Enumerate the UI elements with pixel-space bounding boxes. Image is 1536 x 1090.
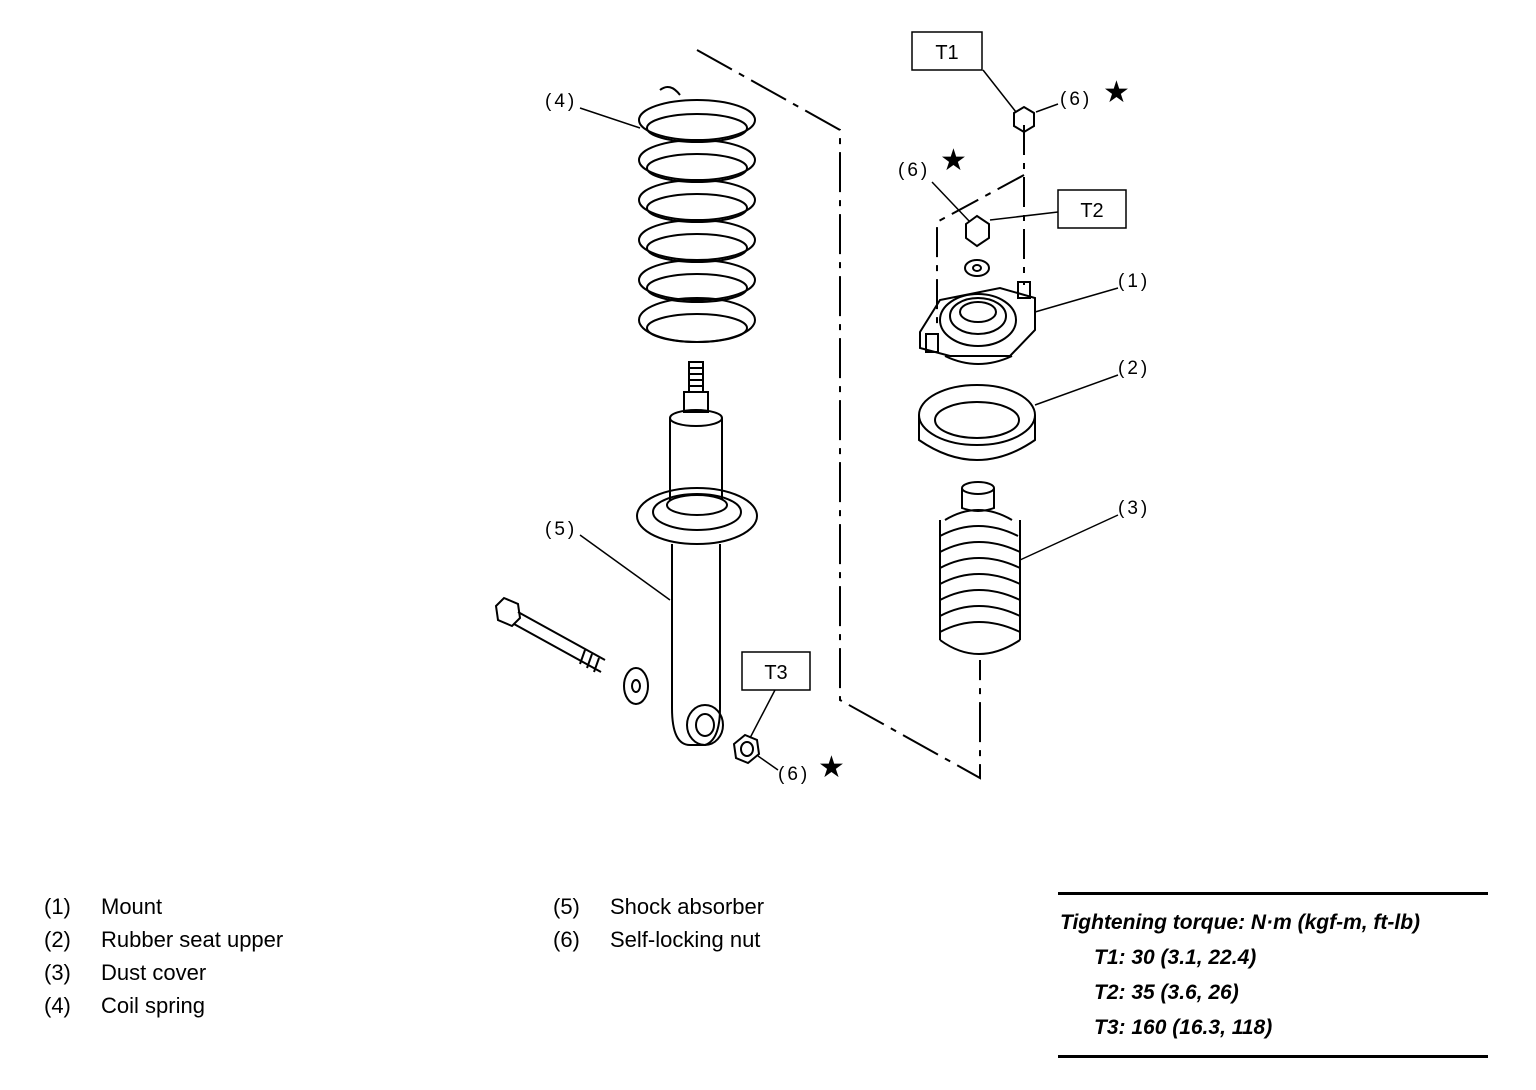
legend-item: (3) Dust cover bbox=[44, 956, 283, 989]
torque-box-t3 bbox=[741, 651, 811, 691]
legend-item: (5) Shock absorber bbox=[553, 890, 764, 923]
torque-spec-t3: T3: 160 (16.3, 118) bbox=[1094, 1016, 1273, 1039]
torque-spec-t1: T1: 30 (3.1, 22.4) bbox=[1094, 946, 1257, 969]
legend-label: Coil spring bbox=[101, 993, 205, 1018]
shock-absorber bbox=[636, 361, 758, 746]
torque-spec-t2: T2: 35 (3.6, 26) bbox=[1094, 981, 1239, 1004]
legend-item: (1) Mount bbox=[44, 890, 283, 923]
callout-2: (2) bbox=[1118, 358, 1150, 379]
torque-box-t2-label: T2 bbox=[1080, 200, 1103, 222]
legend-number: (2) bbox=[44, 927, 71, 952]
legend-label: Dust cover bbox=[101, 960, 207, 985]
torque-box-t1-label: T1 bbox=[935, 42, 958, 64]
callout-5: (5) bbox=[545, 519, 577, 540]
self-locking-nut-lower bbox=[732, 733, 761, 765]
callout-6-lower: (6) bbox=[778, 764, 810, 785]
legend-item: (2) Rubber seat upper bbox=[44, 923, 283, 956]
self-locking-nut-upper bbox=[1013, 105, 1035, 134]
callout-6-middle: (6) bbox=[898, 160, 930, 181]
legend-number: (1) bbox=[44, 894, 71, 919]
callout-1: (1) bbox=[1118, 271, 1150, 292]
torque-box-t3-label: T3 bbox=[764, 662, 787, 684]
callout-6-top: (6) bbox=[1060, 89, 1092, 110]
star-icon: ★ bbox=[818, 750, 845, 785]
dust-cover bbox=[939, 481, 1021, 655]
strut-mount bbox=[919, 281, 1036, 365]
tightening-torque-table: Tightening torque: N·m (kgf-m, ft-lb) T1… bbox=[1058, 892, 1488, 1058]
legend-number: (6) bbox=[553, 927, 580, 952]
torque-box-t1 bbox=[911, 31, 983, 71]
assembly-dash-line-right bbox=[936, 125, 1025, 330]
leader-lines bbox=[579, 69, 1119, 771]
star-icon: ★ bbox=[1103, 75, 1130, 110]
parts-legend-right: (5) Shock absorber (6) Self-locking nut bbox=[553, 890, 764, 956]
legend-number: (4) bbox=[44, 993, 71, 1018]
legend-number: (3) bbox=[44, 960, 71, 985]
legend-label: Mount bbox=[101, 894, 163, 919]
parts-legend-left: (1) Mount (2) Rubber seat upper (3) Dust co… bbox=[44, 890, 283, 1022]
legend-label: Shock absorber bbox=[610, 894, 765, 919]
self-locking-nut-middle bbox=[964, 214, 990, 277]
callout-4: (4) bbox=[545, 91, 577, 112]
callout-3: (3) bbox=[1118, 498, 1150, 519]
star-icon: ★ bbox=[940, 143, 967, 178]
legend-label: Self-locking nut bbox=[610, 927, 761, 952]
mounting-bolt bbox=[494, 596, 649, 705]
rubber-seat-upper bbox=[918, 384, 1036, 461]
torque-title: Tightening torque: N·m (kgf-m, ft-lb) bbox=[1060, 911, 1421, 934]
assembly-dash-line-left bbox=[696, 49, 981, 780]
coil-spring bbox=[638, 85, 756, 343]
legend-item: (4) Coil spring bbox=[44, 989, 283, 1022]
legend-number: (5) bbox=[553, 894, 580, 919]
exploded-view-diagram: T1 T2 T3 (4) (5) (1) (2) (3) (6) (6) (6)… bbox=[494, 31, 1150, 785]
legend-label: Rubber seat upper bbox=[101, 927, 284, 952]
torque-box-t2 bbox=[1057, 189, 1127, 229]
legend-item: (6) Self-locking nut bbox=[553, 923, 764, 956]
